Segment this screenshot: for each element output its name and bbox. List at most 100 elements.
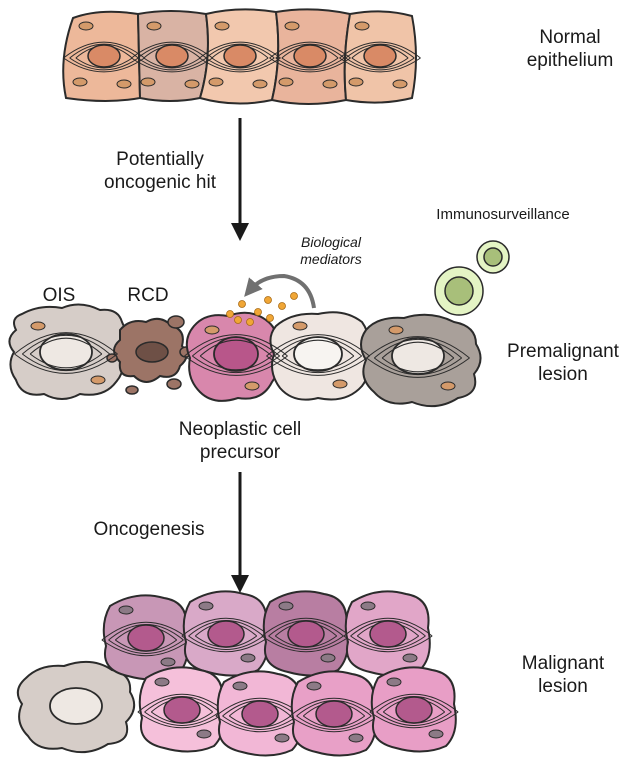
mitochondrion [208,77,224,87]
golgi-membrane [137,711,227,729]
golgi-membrane [268,635,344,650]
label-malignant-line2: lesion [538,676,588,697]
mitochondrion [204,325,220,335]
premalignant-row [8,303,482,408]
normal-nucleus [155,44,189,68]
golgi-membrane [376,711,452,726]
golgi-membrane [137,43,207,59]
mitochondrion [160,657,176,667]
golgi-membrane [289,715,379,733]
golgi-membrane [199,57,281,73]
label-neoplastic-line1: Neoplastic cell [178,419,302,440]
golgi-membrane [199,41,281,59]
golgi-membrane [366,357,470,378]
golgi-membrane [205,57,275,71]
mitochondrion [306,681,322,691]
normal-nucleus [293,44,327,68]
immune-cell-small [476,240,510,274]
label-biological-mediators: Biological mediators [286,234,376,268]
golgi-membrane [381,357,455,373]
golgi-membrane [63,41,145,59]
golgi-membrane [281,339,355,357]
mitochondrion [232,681,248,691]
golgi-membrane [199,355,273,371]
golgi-membrane [131,41,213,59]
malignant-row [16,590,459,757]
golgi-membrane [351,57,409,69]
malignant-nucleus [315,700,353,728]
malignant-nucleus [369,620,407,648]
mitochondrion [348,77,364,87]
golgi-membrane [131,57,213,73]
mediator-curved-arrow [244,273,316,309]
golgi-membrane [366,336,470,359]
label-hit-line1: Potentially [116,149,204,170]
mitochondrion [90,375,106,385]
golgi-membrane [345,43,415,59]
golgi-membrane [381,341,455,359]
label-malignant-lesion: Malignant lesion [508,652,618,698]
golgi-membrane [343,635,433,653]
mitochondrion [386,677,402,687]
label-premalignant-lesion: Premalignant lesion [498,340,628,386]
golgi-membrane [63,57,145,73]
mediator-dot [238,300,246,308]
mitochondrion [30,321,46,331]
golgi-membrane [75,57,133,69]
mitochondrion [72,77,88,87]
malignant-nucleus [163,696,201,724]
golgi-membrane [199,339,273,357]
golgi-membrane [269,57,351,73]
golgi-membrane [14,332,118,355]
golgi-membrane [374,357,462,375]
golgi-membrane [205,43,275,59]
mitochondrion [240,653,256,663]
mitochondrion [348,733,364,743]
mitochondrion [392,79,408,89]
golgi-membrane [69,43,139,59]
golgi-membrane [192,355,280,373]
golgi-membrane [222,715,298,730]
golgi-membrane [137,57,207,71]
mediator-dot [226,310,234,318]
malignant-nucleus [207,620,245,648]
mediator-dot [264,296,272,304]
golgi-membrane [181,617,271,637]
golgi-membrane [275,43,345,59]
golgi-membrane [281,57,339,69]
label-normal-line1: Normal [539,27,601,48]
label-normal-epithelium: Normal epithelium [520,26,620,72]
mitochondrion [154,677,170,687]
immune-cell-large [434,266,484,316]
golgi-membrane [281,355,355,371]
golgi-membrane [143,57,201,69]
golgi-membrane [184,334,288,357]
golgi-membrane [14,353,118,374]
mitochondrion [244,381,260,391]
normal-nucleus [87,44,121,68]
mitochondrion [320,653,336,663]
normal-cell-organelles [63,21,421,89]
mitochondrion [78,21,94,31]
mitochondrion [354,21,370,31]
premalignant-organelles [14,321,470,391]
mitochondrion [214,21,230,31]
label-premalignant-line2: lesion [538,364,588,385]
normal-nucleus [363,44,397,68]
mitochondrion [440,381,456,391]
senescent-cell-light [269,311,371,401]
label-mediators-line1: Biological [301,234,361,250]
biological-mediator-dots [226,292,298,326]
label-immunosurveillance: Immunosurveillance [436,206,570,223]
golgi-membrane [350,635,426,650]
normal-nucleus [223,44,257,68]
mitochondrion [292,321,308,331]
mitochondrion [116,79,132,89]
mediator-dot [266,314,274,322]
mediator-dot [234,316,242,324]
golgi-membrane [289,697,379,717]
golgi-membrane [275,57,345,71]
mitochondrion [428,729,444,739]
label-normal-line2: epithelium [526,50,614,71]
mitochondrion [118,605,134,615]
